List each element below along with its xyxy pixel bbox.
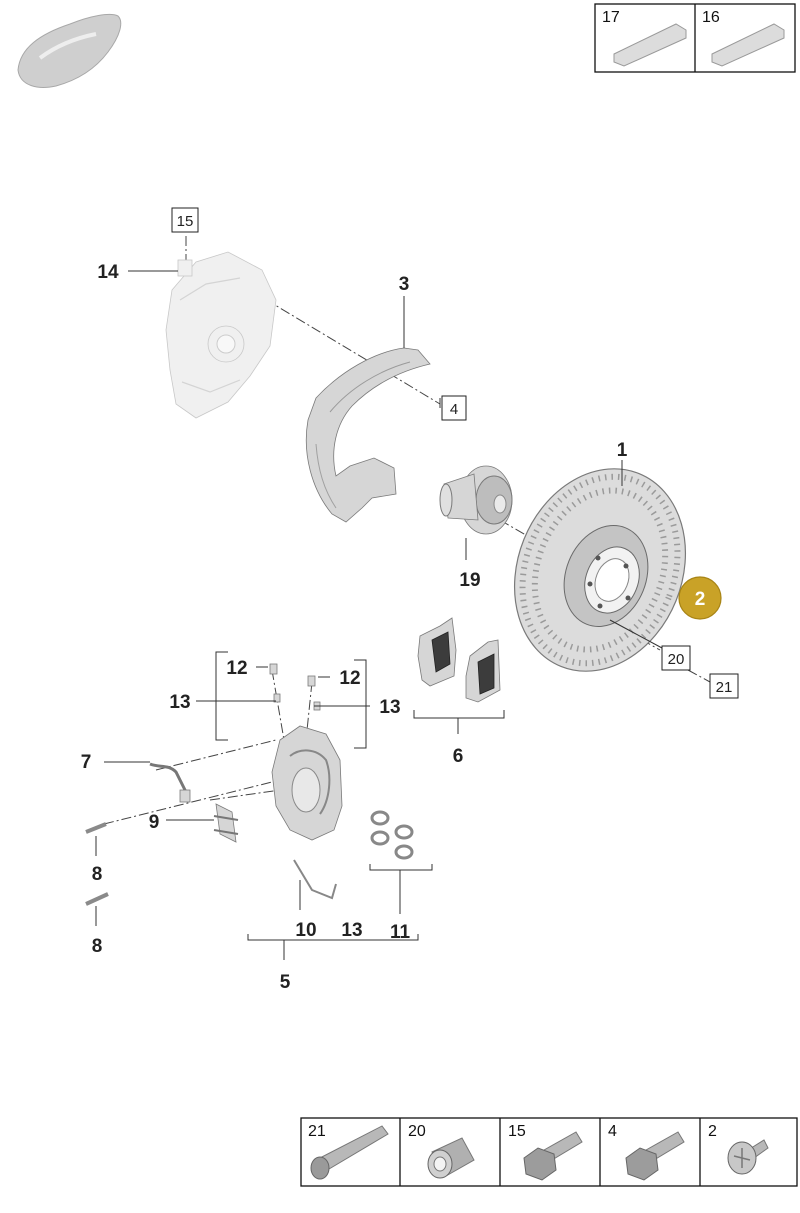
callout-3[interactable]: 3 bbox=[399, 274, 410, 295]
thumbnail-20[interactable]: 20 bbox=[408, 1123, 475, 1179]
long-bolt-icon bbox=[310, 1125, 389, 1180]
wheel-carrier bbox=[165, 251, 277, 419]
countersunk-screw-icon bbox=[727, 1139, 769, 1175]
callout-13-right[interactable]: 13 bbox=[379, 697, 400, 718]
brake-caliper bbox=[271, 725, 343, 841]
thumbnail-20-number: 20 bbox=[408, 1123, 426, 1140]
hex-flange-bolt-icon bbox=[523, 1131, 583, 1181]
thumbnail-21-number: 21 bbox=[308, 1123, 326, 1140]
thumbnail-2[interactable]: 2 bbox=[708, 1123, 769, 1175]
callouts: 1 3 5 6 7 8 8 9 10 13 11 12 12 13 13 14 … bbox=[81, 262, 628, 993]
pad-spring bbox=[213, 803, 239, 843]
dust-shield bbox=[305, 347, 431, 523]
callout-7[interactable]: 7 bbox=[81, 752, 92, 773]
thumbnail-17[interactable]: 17 bbox=[602, 9, 687, 67]
callout-20-box[interactable]: 20 bbox=[661, 645, 691, 671]
thumbnail-2-number: 2 bbox=[708, 1123, 717, 1140]
wear-sensor bbox=[149, 762, 191, 803]
brake-pads bbox=[417, 617, 501, 703]
sleeve-nut-icon bbox=[427, 1137, 475, 1179]
callout-5[interactable]: 5 bbox=[280, 972, 291, 993]
leader-lines bbox=[95, 270, 663, 960]
callout-12-right[interactable]: 12 bbox=[339, 668, 360, 689]
callout-13-left[interactable]: 13 bbox=[169, 692, 190, 713]
fastener-thumbnails: 21 20 15 4 bbox=[300, 1117, 798, 1187]
callout-21-box[interactable]: 21 bbox=[709, 673, 739, 699]
thumbnail-16-number: 16 bbox=[702, 9, 720, 26]
caliper-bolts bbox=[85, 822, 109, 906]
callout-14[interactable]: 14 bbox=[97, 262, 119, 283]
bolt-14 bbox=[177, 259, 193, 277]
thumbnail-4-number: 4 bbox=[608, 1123, 617, 1140]
callout-6[interactable]: 6 bbox=[453, 746, 464, 767]
seal-rings bbox=[370, 810, 414, 860]
callout-21: 21 bbox=[716, 679, 733, 696]
callout-2: 2 bbox=[695, 589, 706, 610]
callout-11[interactable]: 11 bbox=[390, 922, 411, 943]
thumbnail-17-number: 17 bbox=[602, 9, 620, 26]
callout-12-left[interactable]: 12 bbox=[226, 658, 247, 679]
thumbnail-21[interactable]: 21 bbox=[308, 1123, 389, 1180]
grease-tube-icon bbox=[613, 23, 687, 67]
thumbnail-4[interactable]: 4 bbox=[608, 1123, 685, 1181]
callout-10[interactable]: 10 bbox=[295, 920, 316, 941]
car-silhouette-icon bbox=[17, 13, 122, 88]
callout-8-top[interactable]: 8 bbox=[92, 864, 103, 885]
thumbnail-15[interactable]: 15 bbox=[508, 1123, 583, 1181]
thumbnail-16[interactable]: 16 bbox=[702, 9, 785, 67]
callout-4-box[interactable]: 4 bbox=[441, 395, 467, 421]
thumbnail-15-number: 15 bbox=[508, 1123, 526, 1140]
callout-19[interactable]: 19 bbox=[459, 570, 480, 591]
callout-8-bottom[interactable]: 8 bbox=[92, 936, 103, 957]
bleed-screws bbox=[269, 663, 321, 711]
brake-disc bbox=[513, 468, 687, 672]
callout-15-box[interactable]: 15 bbox=[171, 207, 199, 233]
callout-20: 20 bbox=[668, 651, 685, 668]
callout-4: 4 bbox=[450, 401, 458, 418]
wheel-hub bbox=[439, 465, 513, 535]
callout-13-bottom[interactable]: 13 bbox=[341, 920, 362, 941]
retaining-wire bbox=[293, 859, 337, 900]
grease-tube-icon bbox=[711, 23, 785, 67]
callout-15: 15 bbox=[177, 213, 194, 230]
callout-9[interactable]: 9 bbox=[149, 812, 160, 833]
header-thumbnails: 17 16 bbox=[594, 3, 796, 73]
highlighted-callout-2[interactable]: 2 bbox=[678, 576, 722, 620]
hex-flange-bolt-icon bbox=[625, 1131, 685, 1181]
callout-1[interactable]: 1 bbox=[617, 440, 628, 461]
boxed-callouts: 15 4 20 21 bbox=[171, 207, 739, 699]
